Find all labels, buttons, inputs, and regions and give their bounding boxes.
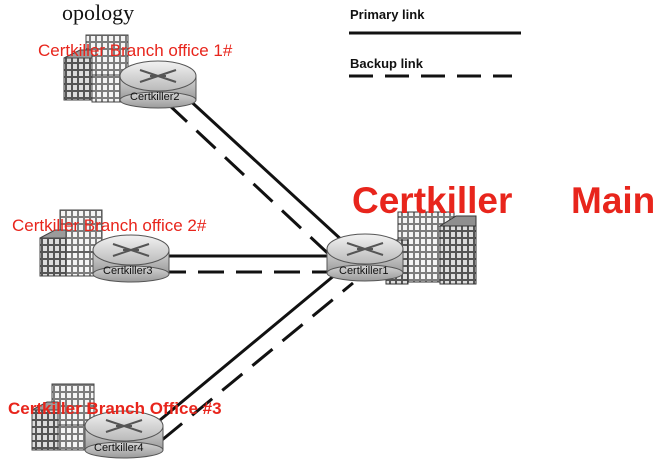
- branch-2-site: Certkiller3 Certkiller Branch office 2#: [12, 209, 207, 283]
- branch-3-site: Certkiller4 Certkiller Branch Office #3: [8, 383, 222, 459]
- router-icon: [92, 234, 170, 283]
- backup-link-branch1: [166, 102, 337, 262]
- main-site: Certkiller1 Certkiller Main: [326, 180, 655, 285]
- main-site-title-word: Main: [571, 180, 655, 221]
- router-icon: [326, 233, 404, 282]
- branch-1-label: Certkiller Branch office 1#: [38, 41, 233, 60]
- legend-primary-label: Primary link: [350, 7, 425, 22]
- primary-link-branch1: [183, 94, 347, 245]
- router-icon: [84, 410, 164, 459]
- branch-1-site: Certkiller2 Certkiller Branch office 1#: [38, 34, 233, 109]
- router-name-branch-1: Certkiller2: [130, 91, 180, 103]
- legend: Primary link Backup link: [349, 7, 521, 78]
- router-icon: [119, 60, 197, 109]
- branch-3-label: Certkiller Branch Office #3: [8, 399, 222, 418]
- links: [147, 94, 354, 442]
- building-icon: [63, 34, 129, 103]
- legend-backup-label: Backup link: [350, 56, 424, 71]
- diagram-title-fragment: opology: [62, 0, 134, 25]
- router-name-branch-2: Certkiller3: [103, 265, 153, 277]
- primary-link-branch3: [147, 272, 337, 432]
- router-name-main: Certkiller1: [339, 265, 389, 277]
- router-name-branch-3: Certkiller4: [94, 442, 144, 454]
- branch-2-label: Certkiller Branch office 2#: [12, 216, 207, 235]
- main-site-title-brand: Certkiller: [352, 180, 512, 221]
- backup-link-branch3: [161, 281, 354, 442]
